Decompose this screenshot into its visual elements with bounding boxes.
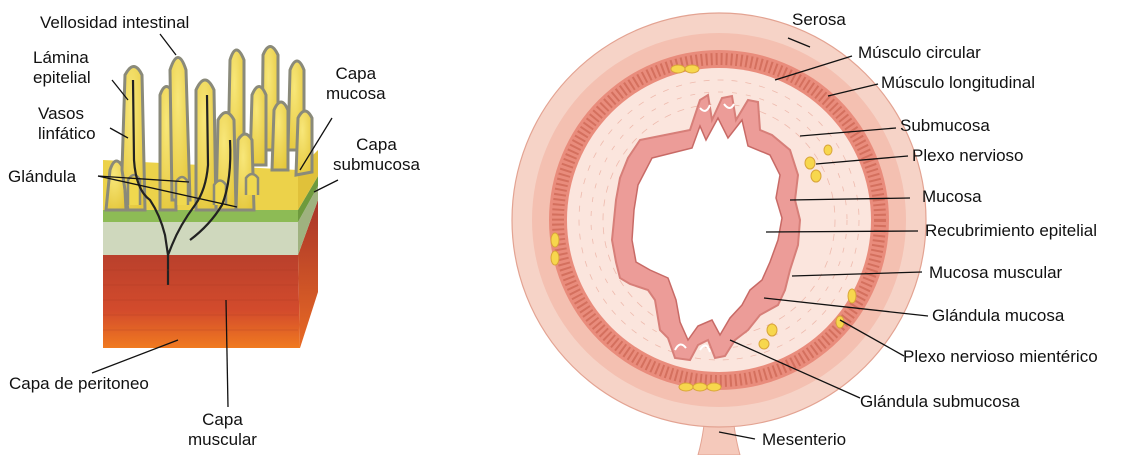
plexus-node bbox=[679, 383, 693, 391]
villus bbox=[296, 111, 312, 175]
intestine-cross-section bbox=[512, 13, 926, 455]
label-mesentery: Mesenterio bbox=[762, 430, 846, 450]
mucosa-base-layer bbox=[103, 210, 298, 222]
label-epithelial-lining: Recubrimiento epitelial bbox=[925, 221, 1097, 241]
plexus-node bbox=[824, 145, 832, 155]
label-mucosa: Mucosa bbox=[922, 187, 982, 207]
plexus-node bbox=[759, 339, 769, 349]
plexus-node bbox=[551, 251, 559, 265]
plexus-node bbox=[805, 157, 815, 169]
intestinal-wall-block bbox=[103, 47, 318, 349]
label-gland: Glándula bbox=[8, 167, 76, 187]
label-peritoneum: Capa de peritoneo bbox=[9, 374, 149, 394]
label-circular-muscle: Músculo circular bbox=[858, 43, 981, 63]
label-epithelium: Lámina epitelial bbox=[33, 48, 91, 88]
plexus-node bbox=[707, 383, 721, 391]
label-serosa: Serosa bbox=[792, 10, 846, 30]
label-nerve-plexus: Plexo nervioso bbox=[912, 146, 1024, 166]
plexus-node bbox=[551, 233, 559, 247]
label-submucosa: Submucosa bbox=[900, 116, 990, 136]
plexus-node bbox=[685, 65, 699, 73]
plexus-node bbox=[811, 170, 821, 182]
plexus-node bbox=[693, 383, 707, 391]
submucosa-layer bbox=[103, 222, 298, 255]
label-lymph: Vasos linfático bbox=[38, 104, 96, 144]
label-myenteric-plexus: Plexo nervioso mientérico bbox=[903, 347, 1098, 367]
villus bbox=[272, 102, 288, 170]
label-villus: Vellosidad intestinal bbox=[40, 13, 189, 33]
plexus-node bbox=[767, 324, 777, 336]
gland bbox=[246, 174, 258, 195]
plexus-node bbox=[848, 289, 856, 303]
label-longitudinal-muscle: Músculo longitudinal bbox=[881, 73, 1035, 93]
villus bbox=[236, 134, 254, 210]
plexus-node bbox=[671, 65, 685, 73]
label-mucosa-layer: Capa mucosa bbox=[326, 64, 386, 104]
label-muscularis-mucosa: Mucosa muscular bbox=[929, 263, 1062, 283]
label-submucosa-layer: Capa submucosa bbox=[333, 135, 420, 175]
label-submucous-gland: Glándula submucosa bbox=[860, 392, 1020, 412]
label-mucous-gland: Glándula mucosa bbox=[932, 306, 1064, 326]
label-muscular-layer: Capa muscular bbox=[188, 410, 257, 450]
muscular-layer bbox=[103, 255, 300, 348]
